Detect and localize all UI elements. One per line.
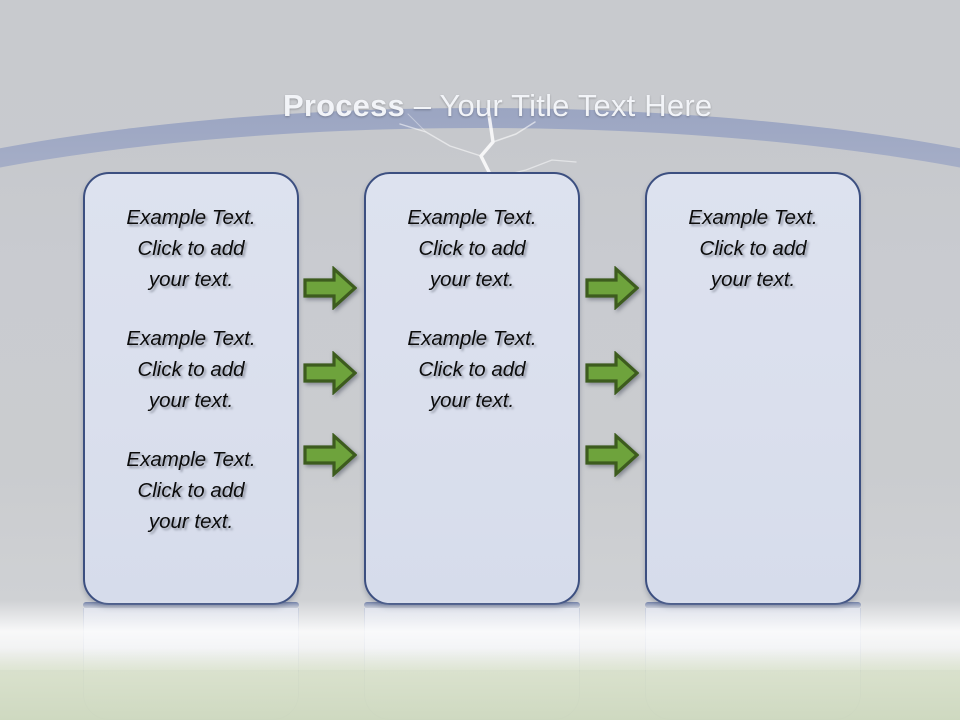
right-arrow-icon[interactable] [303, 266, 357, 310]
process-text-block[interactable]: Example Text. Click to add your text. [407, 327, 537, 412]
process-text-block[interactable]: Example Text. Click to add your text. [126, 327, 256, 412]
right-arrow-icon[interactable] [585, 351, 639, 395]
process-text-block[interactable]: Example Text. Click to add your text. [688, 206, 818, 291]
process-text-block[interactable]: Example Text. Click to add your text. [407, 206, 537, 291]
page-title-bold: Process [282, 88, 405, 123]
page-title: Process – Your Title Text Here [0, 52, 960, 160]
process-text-block[interactable]: Example Text. Click to add your text. [126, 448, 256, 533]
right-arrow-icon[interactable] [585, 266, 639, 310]
process-box-2[interactable]: Example Text. Click to add your text. Ex… [364, 172, 580, 605]
page-title-rest: – Your Title Text Here [404, 88, 713, 123]
right-arrow-icon[interactable] [585, 433, 639, 477]
right-arrow-icon[interactable] [303, 433, 357, 477]
process-box-3[interactable]: Example Text. Click to add your text. [645, 172, 861, 605]
process-box-1[interactable]: Example Text. Click to add your text. Ex… [83, 172, 299, 605]
process-text-block[interactable]: Example Text. Click to add your text. [126, 206, 256, 291]
right-arrow-icon[interactable] [303, 351, 357, 395]
